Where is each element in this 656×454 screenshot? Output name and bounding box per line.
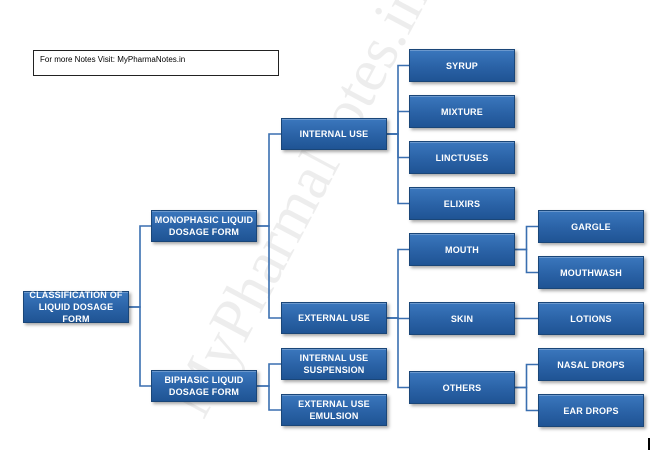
connector-internal-elixirs	[387, 133, 409, 205]
header-note: For more Notes Visit: MyPharmaNotes.in	[33, 50, 279, 76]
connector-external-mouth	[387, 248, 409, 319]
connector-biphasic-emulsion	[257, 385, 281, 411]
node-elixirs: ELIXIRS	[409, 187, 515, 220]
node-mixture: MIXTURE	[409, 95, 515, 128]
node-lotions: LOTIONS	[538, 302, 644, 335]
text-cursor	[648, 438, 650, 450]
node-linctuses: LINCTUSES	[409, 141, 515, 174]
node-internal-use: INTERNAL USE	[281, 118, 387, 150]
node-external-use: EXTERNAL USE	[281, 302, 387, 334]
node-gargle: GARGLE	[538, 210, 644, 243]
node-biphasic: BIPHASIC LIQUID DOSAGE FORM	[151, 370, 257, 402]
connector-others-nasal	[515, 363, 538, 389]
connector-internal-mixture	[387, 110, 409, 135]
connector-monophasic-internal	[257, 133, 281, 227]
node-others: OTHERS	[409, 371, 515, 404]
node-nasal-drops: NASAL DROPS	[538, 348, 644, 381]
connector-mouth-mouthwash	[515, 248, 538, 274]
node-mouthwash: MOUTHWASH	[538, 256, 644, 289]
node-mouth: MOUTH	[409, 233, 515, 266]
connector-root-monophasic	[129, 225, 151, 308]
connector-biphasic-suspension	[257, 363, 281, 387]
node-syrup: SYRUP	[409, 49, 515, 82]
node-ear-drops: EAR DROPS	[538, 394, 644, 427]
node-suspension: INTERNAL USE SUSPENSION	[281, 348, 387, 380]
node-emulsion: EXTERNAL USE EMULSION	[281, 394, 387, 426]
node-skin: SKIN	[409, 302, 515, 335]
connector-monophasic-external	[257, 225, 281, 319]
connector-external-others	[387, 317, 409, 389]
connector-mouth-gargle	[515, 225, 538, 251]
connector-others-ear	[515, 386, 538, 412]
connector-root-biphasic	[129, 306, 151, 387]
node-classification: CLASSIFICATION OF LIQUID DOSAGE FORM	[23, 290, 129, 324]
node-monophasic: MONOPHASIC LIQUID DOSAGE FORM	[151, 210, 257, 242]
